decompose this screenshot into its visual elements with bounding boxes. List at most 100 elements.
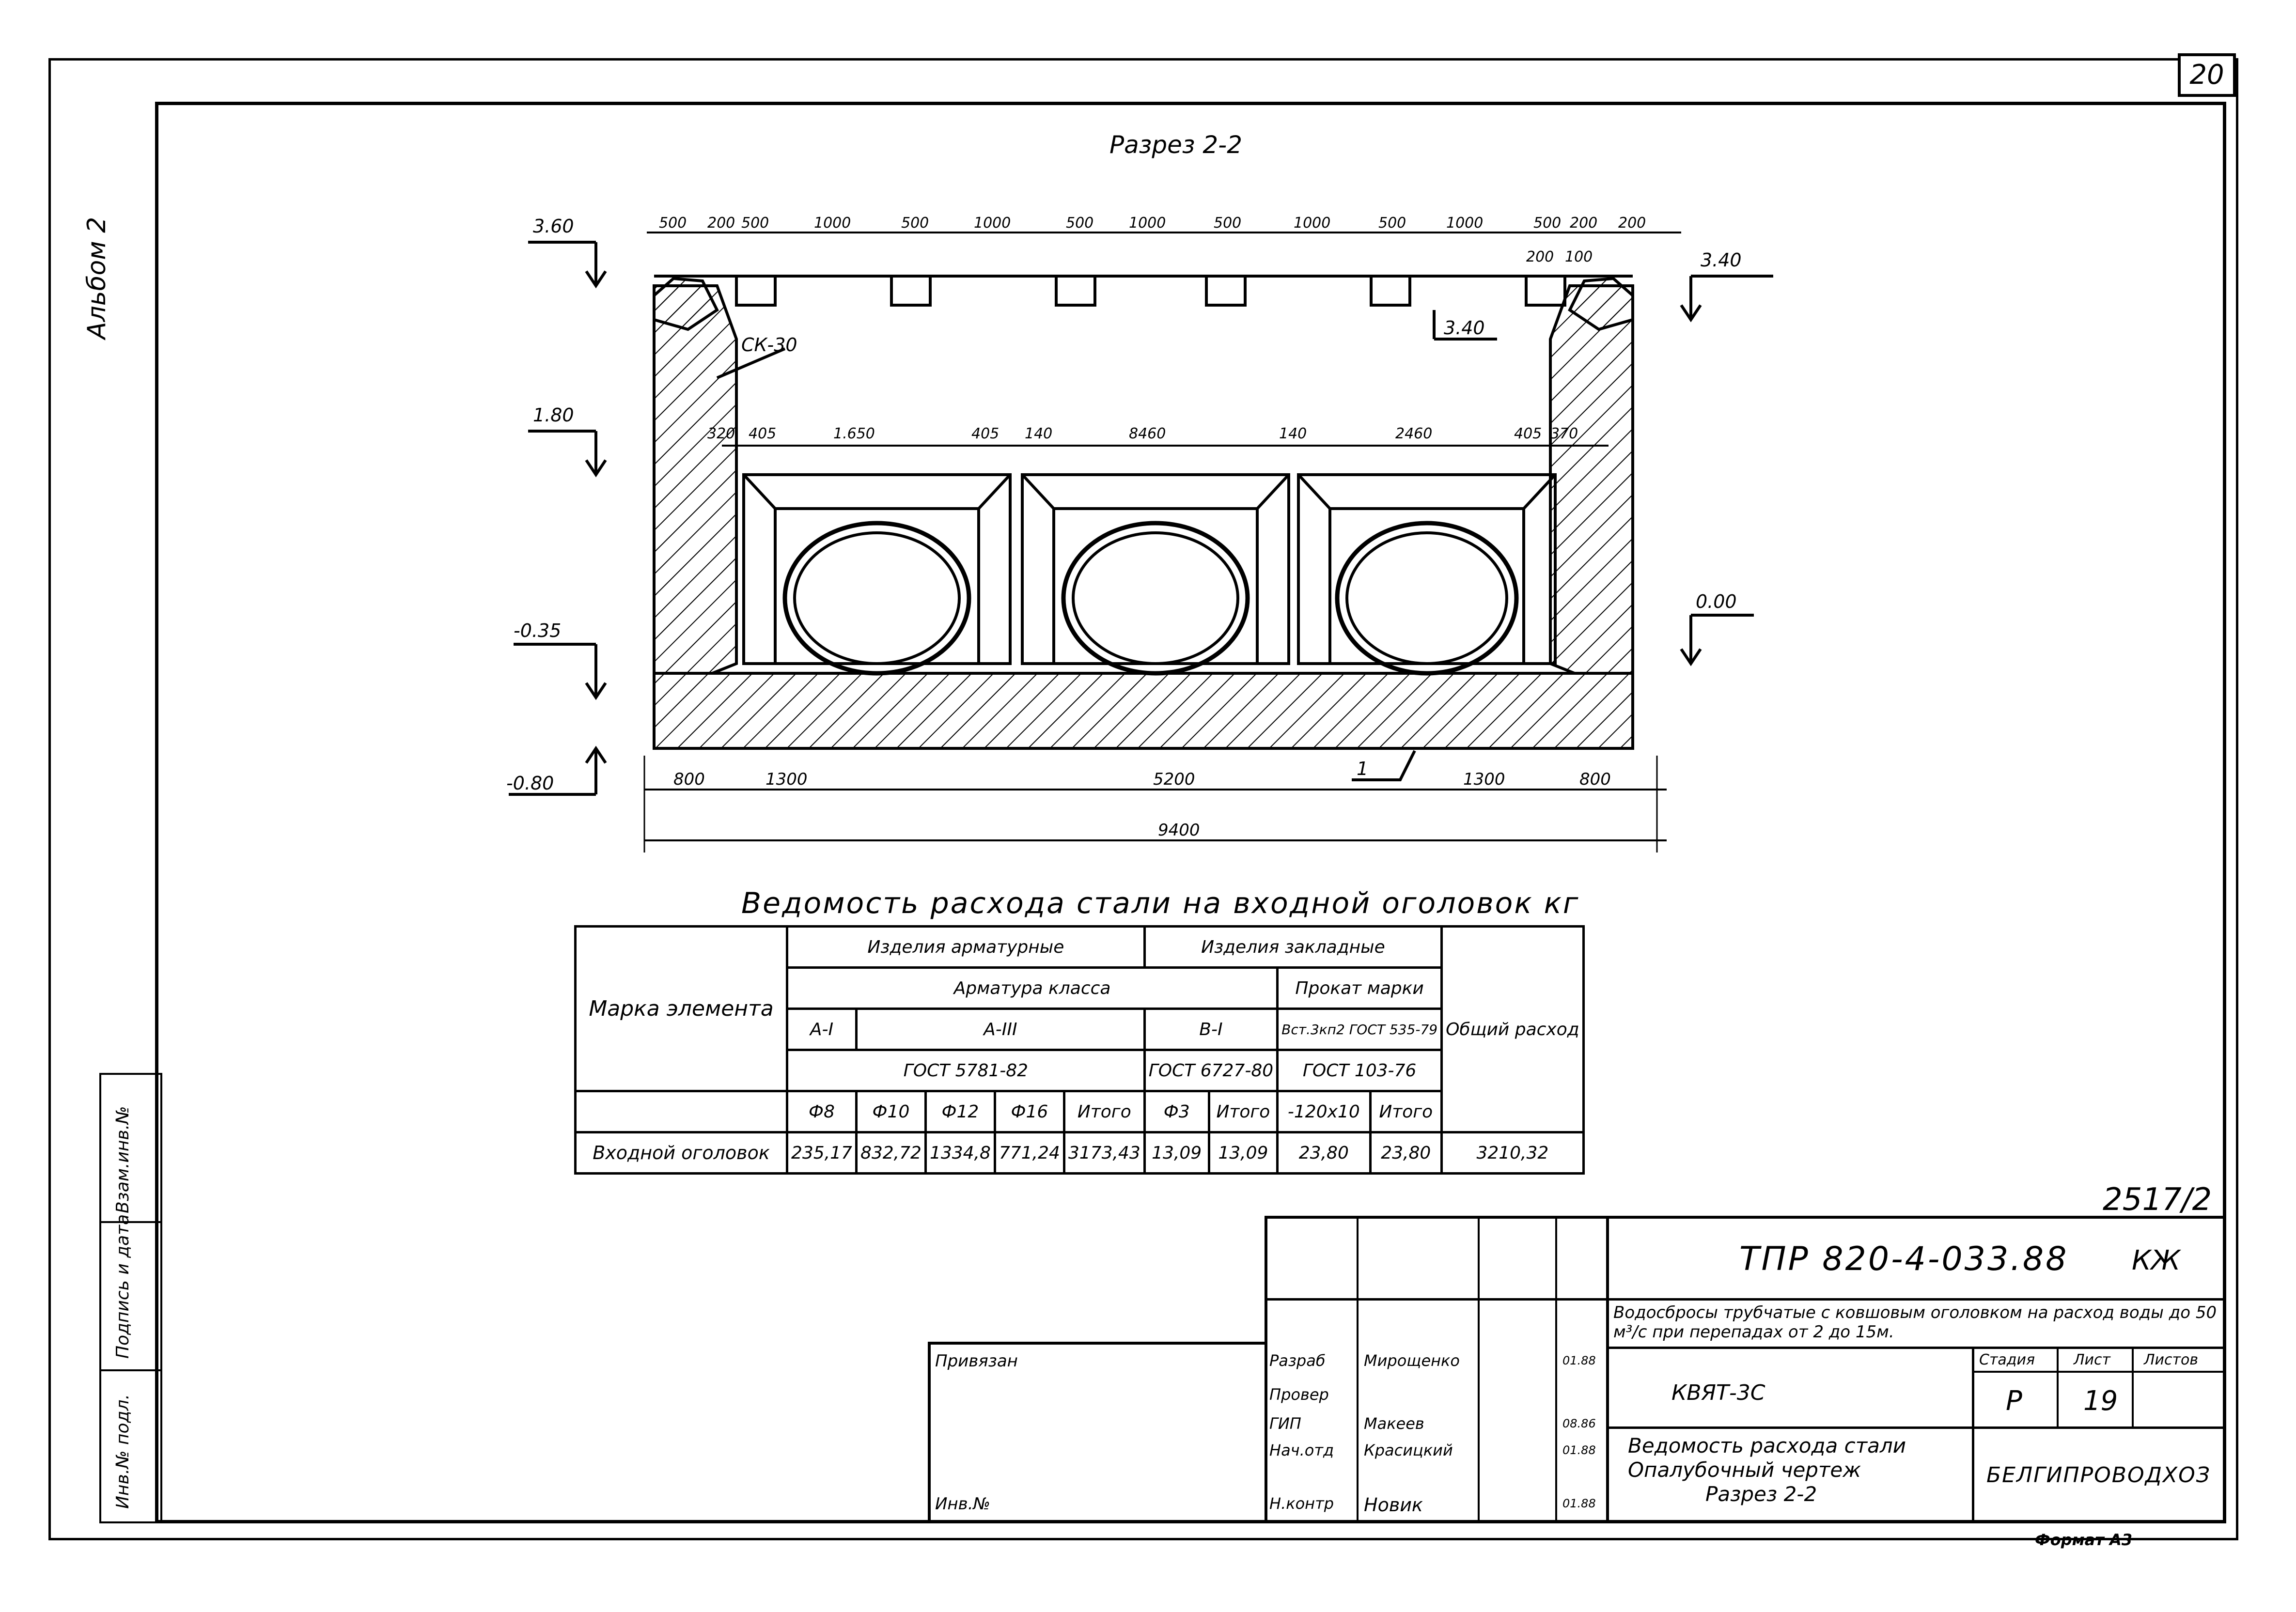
top-dim: 500 (659, 215, 687, 232)
object-code: КВЯТ-3С (1671, 1380, 1765, 1405)
date-gip: 08.86 (1562, 1417, 1596, 1430)
format-label: Формат А3 (2035, 1531, 2133, 1549)
left-wall (653, 284, 738, 675)
doc-mark: КЖ (2132, 1245, 2181, 1276)
cell: 1334,8 (924, 1131, 996, 1175)
level-base-left: -0.80 (506, 773, 554, 794)
steel-table-title: Ведомость расхода стали на входной оголо… (741, 886, 1580, 920)
bottom-dim: 800 (673, 770, 705, 789)
col-header: Ф12 (924, 1090, 996, 1133)
cell: 3210,32 (1440, 1131, 1585, 1175)
header-gost3: ГОСТ 103-76 (1276, 1049, 1443, 1092)
header-rolled: Прокат марки (1276, 966, 1443, 1010)
doc-code: ТПР 820-4-033.88 (1739, 1240, 2069, 1278)
col-header: -120x10 (1276, 1090, 1372, 1133)
name-norm-control: Новик (1364, 1494, 1423, 1516)
inner-dim: 1.650 (833, 425, 875, 442)
top-dim: 500 (1214, 215, 1241, 232)
role-developer: Разраб (1269, 1351, 1326, 1370)
side-stamp-inv-replace: Взам.инв.№ (113, 1106, 133, 1213)
header-total: Общий расход (1440, 925, 1585, 1133)
col-header: Итого (1369, 1090, 1443, 1133)
top-dim: 500 (741, 215, 769, 232)
label-position: 1 (1357, 758, 1368, 779)
cell: 23,80 (1369, 1131, 1443, 1175)
inner-dim: 405 (971, 425, 999, 442)
top-dim: 200 (1618, 215, 1646, 232)
level-top-left: 3.60 (533, 216, 574, 237)
left-cap (653, 277, 719, 331)
cell: 832,72 (855, 1131, 927, 1175)
sheet-title-2: Опалубочный чертеж (1628, 1458, 1861, 1482)
inner-dim: 140 (1279, 425, 1307, 442)
name-head: Красицкий (1364, 1441, 1453, 1459)
cell: 13,09 (1143, 1131, 1210, 1175)
label-ck30: СК-30 (741, 334, 797, 356)
sheet-title-1: Ведомость расхода стали (1628, 1434, 1906, 1457)
attached-label: Привязан (935, 1351, 1018, 1371)
name-developer: Мирощенко (1364, 1351, 1460, 1370)
header-rebar-class: Арматура класса (785, 966, 1279, 1010)
side-stamp-inv-orig: Инв.№ подл. (113, 1394, 133, 1509)
outer-frame (48, 58, 2238, 1540)
right-cap (1568, 277, 1634, 331)
role-checker: Провер (1269, 1385, 1329, 1404)
org-name: БЕЛГИПРОВОДХОЗ (1986, 1463, 2211, 1488)
inner-dim: 320 (707, 425, 735, 442)
col-header: Ф10 (855, 1090, 927, 1133)
bottom-dim: 5200 (1153, 770, 1195, 789)
inner-dim: 140 (1025, 425, 1052, 442)
col-header: Ф16 (993, 1090, 1065, 1133)
top-dim: 1000 (974, 215, 1011, 232)
col-header: Итого (1062, 1090, 1146, 1133)
header-element: Марка элемента (574, 925, 788, 1092)
top-dim: 1000 (1129, 215, 1166, 232)
role-norm-control: Н.контр (1269, 1494, 1334, 1513)
table-row: Входной оголовок 235,17 832,72 1334,8 77… (574, 1131, 1585, 1175)
side-stamp-cell-inv-orig (99, 1369, 162, 1523)
bottom-dim: 800 (1579, 770, 1611, 789)
base-slab (653, 672, 1634, 750)
header-a3: А-III (855, 1008, 1146, 1051)
inv-label: Инв.№ (935, 1494, 990, 1514)
inner-dim: 8460 (1129, 425, 1166, 442)
cell: 13,09 (1207, 1131, 1279, 1175)
header-a1: А-I (786, 1008, 858, 1051)
top-dim: 500 (901, 215, 929, 232)
cell: 771,24 (993, 1131, 1065, 1175)
header-gost2: ГОСТ 6727-80 (1143, 1049, 1279, 1092)
top-dim-small: 200 (1526, 248, 1554, 265)
section-drawing: 3.60 3.40 3.40 1.80 -0.35 0.00 -0.80 СК-… (506, 215, 1773, 852)
inner-dim: 2460 (1395, 425, 1432, 442)
inner-dim: 370 (1550, 425, 1578, 442)
date-developer: 01.88 (1562, 1354, 1596, 1367)
level-top-right: 3.40 (1701, 249, 1742, 271)
top-dim: 500 (1378, 215, 1406, 232)
right-wall (1549, 284, 1634, 675)
level-bottom-right: 0.00 (1696, 591, 1737, 612)
date-norm-control: 01.88 (1562, 1497, 1596, 1510)
date-head: 01.88 (1562, 1443, 1596, 1457)
overall-dim: 9400 (1158, 821, 1200, 840)
inner-dim: 405 (1514, 425, 1542, 442)
sheet-value: 19 (2083, 1385, 2118, 1417)
bottom-dim: 1300 (765, 770, 808, 789)
top-dim: 1000 (1294, 215, 1330, 232)
label-sheets: Листов (2144, 1351, 2199, 1368)
side-stamp-signature: Подпись и дата (113, 1214, 133, 1359)
col-header: Итого (1207, 1090, 1279, 1133)
header-b1: В-I (1143, 1008, 1279, 1051)
section-title: Разрез 2-2 (1109, 131, 1243, 159)
top-dim-small: 100 (1565, 248, 1593, 265)
inner-dim: 405 (749, 425, 776, 442)
level-bottom-left: -0.35 (514, 620, 561, 641)
header-rolled-spec: Вст.3кп2 ГОСТ 535-79 (1276, 1008, 1443, 1051)
header-embedded: Изделия закладные (1143, 925, 1443, 969)
header-empty (574, 1090, 788, 1133)
top-dim: 1000 (1446, 215, 1483, 232)
stage-value: Р (2006, 1385, 2022, 1417)
role-head: Нач.отд (1269, 1441, 1334, 1459)
project-title: Водосбросы трубчатые с ковшовым оголовко… (1613, 1303, 2217, 1342)
series-code: 2517/2 (2103, 1182, 2212, 1218)
top-dim: 1000 (814, 215, 851, 232)
